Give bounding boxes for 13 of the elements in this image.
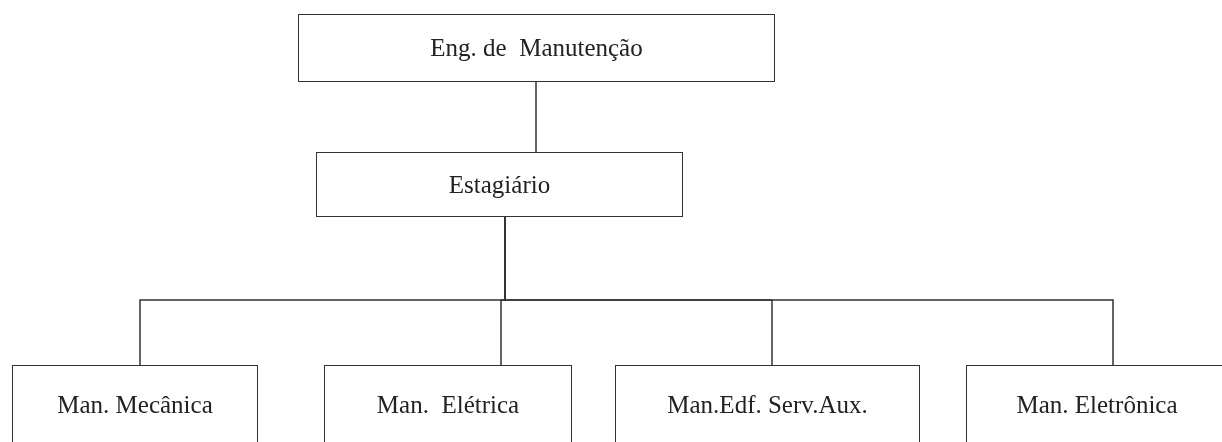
box-label: Man. Elétrica <box>376 391 520 419</box>
box-label: Man. Eletrônica <box>1016 391 1178 419</box>
box-label: Estagiário <box>448 170 551 199</box>
org-box <box>615 365 920 442</box>
box-label: Man. Mecânica <box>57 391 213 419</box>
connector-line <box>535 81 537 153</box>
org-box <box>966 365 1222 442</box>
org-box <box>298 14 775 82</box>
org-box <box>12 365 258 442</box>
org-box <box>324 365 572 442</box>
box-label: Man.Edf. Serv.Aux. <box>667 391 868 419</box>
org-box <box>316 152 683 217</box>
box-label: Eng. de Manutenção <box>430 34 643 62</box>
